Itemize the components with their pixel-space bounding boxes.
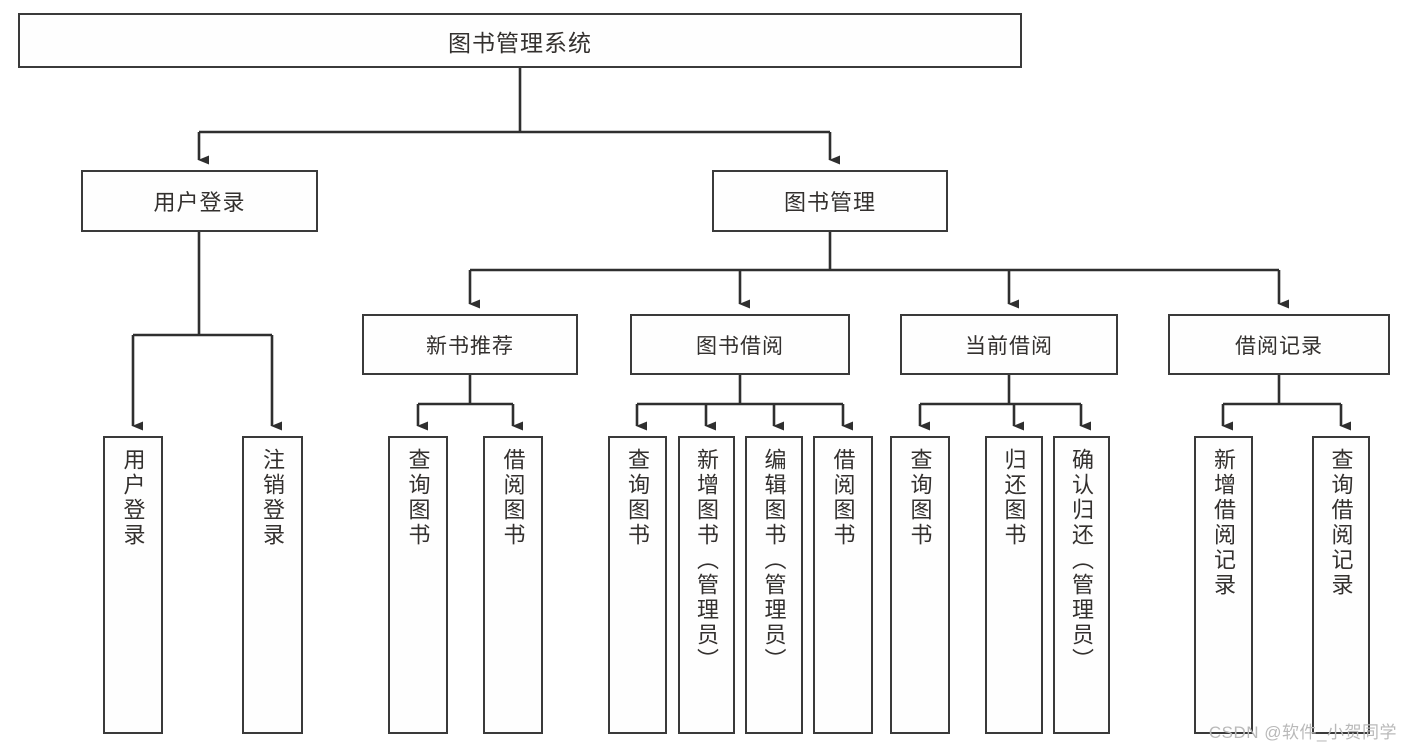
node-label: 图书借阅 bbox=[696, 334, 784, 358]
node-borrow-record[interactable]: 借阅记录 bbox=[1168, 314, 1390, 375]
node-label: 图书管理 bbox=[783, 190, 876, 215]
leaf-book-borrow-borrow-book[interactable]: 借阅图书 bbox=[813, 436, 873, 734]
node-label: 查询图书 bbox=[625, 448, 651, 548]
leaf-new-book-query-book[interactable]: 查询图书 bbox=[388, 436, 448, 734]
node-label: 注销登录 bbox=[260, 448, 286, 548]
csdn-watermark: CSDN @软件_小贺同学 bbox=[1208, 723, 1397, 742]
leaf-book-borrow-add-book-admin[interactable]: 新增图书（管理员） bbox=[678, 436, 735, 734]
node-label: 图书管理系统 bbox=[448, 29, 592, 56]
node-root-book-management-system[interactable]: 图书管理系统 bbox=[18, 13, 1022, 68]
leaf-book-borrow-query-book[interactable]: 查询图书 bbox=[608, 436, 667, 734]
leaf-user-login-login[interactable]: 用户登录 bbox=[103, 436, 163, 734]
leaf-current-borrow-confirm-return-admin[interactable]: 确认归还（管理员） bbox=[1053, 436, 1110, 734]
leaf-book-borrow-edit-book-admin[interactable]: 编辑图书（管理员） bbox=[745, 436, 803, 734]
node-label: 确认归还（管理员） bbox=[1069, 448, 1095, 673]
node-label: 查询借阅记录 bbox=[1328, 448, 1354, 598]
node-user-login[interactable]: 用户登录 bbox=[81, 170, 318, 232]
node-label: 借阅记录 bbox=[1235, 334, 1323, 358]
node-current-borrow[interactable]: 当前借阅 bbox=[900, 314, 1118, 375]
leaf-user-login-logout[interactable]: 注销登录 bbox=[242, 436, 303, 734]
node-label: 归还图书 bbox=[1001, 448, 1027, 548]
node-label: 查询图书 bbox=[405, 448, 431, 548]
node-label: 新增图书（管理员） bbox=[694, 448, 720, 673]
node-label: 借阅图书 bbox=[500, 448, 526, 548]
leaf-borrow-record-query-record[interactable]: 查询借阅记录 bbox=[1312, 436, 1370, 734]
node-label: 当前借阅 bbox=[965, 334, 1053, 358]
node-label: 查询图书 bbox=[907, 448, 933, 548]
node-book-management[interactable]: 图书管理 bbox=[712, 170, 948, 232]
leaf-borrow-record-add-record[interactable]: 新增借阅记录 bbox=[1194, 436, 1253, 734]
node-label: 新增借阅记录 bbox=[1211, 448, 1237, 598]
node-label: 借阅图书 bbox=[830, 448, 856, 548]
leaf-current-borrow-query-book[interactable]: 查询图书 bbox=[890, 436, 950, 734]
node-book-borrow[interactable]: 图书借阅 bbox=[630, 314, 850, 375]
leaf-new-book-borrow-book[interactable]: 借阅图书 bbox=[483, 436, 543, 734]
node-label: 新书推荐 bbox=[426, 334, 514, 358]
node-label: 编辑图书（管理员） bbox=[761, 448, 787, 673]
node-new-book-recommend[interactable]: 新书推荐 bbox=[362, 314, 578, 375]
node-label: 用户登录 bbox=[120, 448, 146, 548]
leaf-current-borrow-return-book[interactable]: 归还图书 bbox=[985, 436, 1043, 734]
node-label: 用户登录 bbox=[153, 190, 246, 215]
